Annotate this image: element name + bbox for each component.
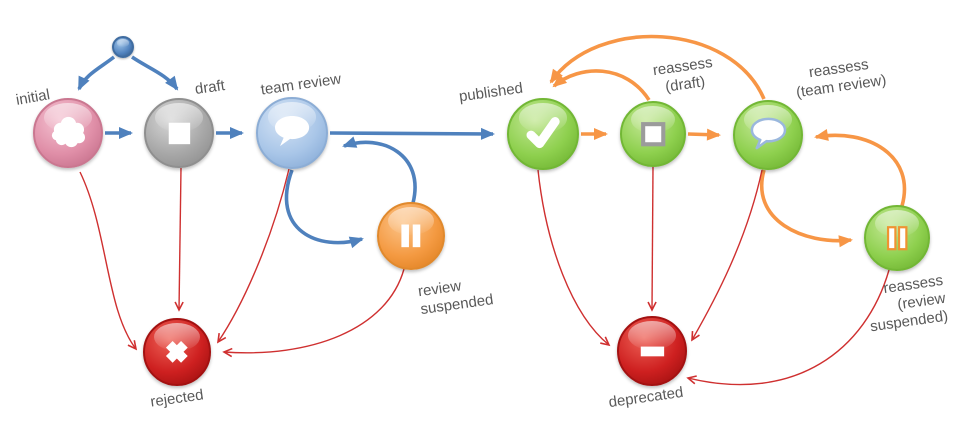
edge-reassess-review-suspended-to-deprecated [686, 269, 890, 386]
square-icon [168, 122, 190, 144]
speech-bubble-outline-icon [750, 117, 786, 149]
node-start[interactable] [112, 36, 134, 58]
edge-draft-to-rejected [174, 167, 184, 312]
edge-review-suspended-to-rejected [222, 268, 405, 358]
edge-reassess-draft-to-deprecated [647, 166, 657, 312]
edge-reassess-team-review-to-deprecated [691, 169, 763, 342]
square-outline-icon [640, 121, 666, 147]
edge-reassess-draft-to-published [552, 69, 651, 101]
node-review-suspended[interactable] [377, 202, 445, 270]
node-team-review[interactable] [256, 97, 328, 169]
edge-team-review-to-published [329, 127, 495, 140]
cross-icon [166, 341, 188, 363]
edge-published-to-deprecated [537, 169, 611, 347]
node-deprecated[interactable] [617, 316, 687, 386]
edge-start-to-draft [130, 55, 179, 91]
pause-outline-icon [886, 225, 908, 251]
edge-team-review-to-review-suspended [284, 169, 364, 249]
node-initial[interactable] [33, 98, 103, 168]
node-reassess-review-suspended[interactable] [864, 205, 930, 271]
check-icon [526, 116, 560, 149]
pause-icon [401, 224, 421, 248]
node-reassess-draft[interactable] [620, 101, 686, 167]
edge-reassess-team-review-to-published [549, 34, 766, 100]
speech-bubble-icon [274, 115, 310, 147]
node-draft[interactable] [144, 98, 214, 168]
edge-team-review-to-rejected [216, 168, 290, 344]
node-reassess-team-review[interactable] [733, 100, 803, 170]
edge-reassess-review-suspended-to-reassess-team-review [814, 129, 907, 207]
cloud-icon [51, 116, 85, 147]
edge-reassess-draft-to-reassess-team-review [687, 128, 721, 141]
edge-initial-to-rejected [79, 171, 138, 351]
node-published[interactable] [507, 98, 579, 170]
edge-reassess-team-review-to-reassess-review-suspended [760, 169, 853, 248]
edge-review-suspended-to-team-review [342, 136, 417, 204]
edge-start-to-initial [77, 55, 116, 91]
node-rejected[interactable] [143, 318, 211, 386]
minus-icon [640, 346, 664, 356]
